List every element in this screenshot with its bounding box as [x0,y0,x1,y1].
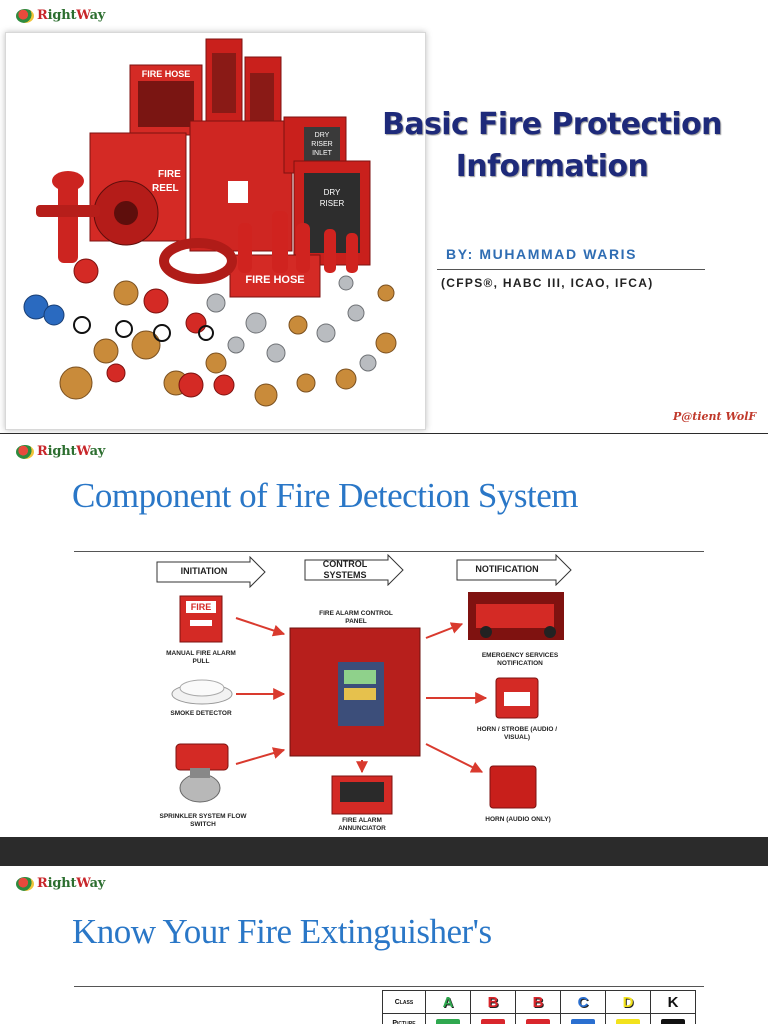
flow-switch-icon [175,743,229,771]
table-row: Class A B B C D K [382,990,696,1014]
class-c: C [560,990,606,1014]
slide-title: Know Your Fire Extinguisher's [72,912,492,951]
slide-title: Component of Fire Detection System [72,476,578,515]
author-credentials: (CFPS®, HABC III, ICAO, IFCA) [441,276,654,290]
rightway-logo: RightWay [16,8,105,23]
picture-c-icon [560,1013,606,1024]
rightway-logo-icon [16,876,34,891]
picture-k-icon [650,1013,696,1024]
class-d: D [605,990,651,1014]
slide-1: RightWay FIRE HOSE DRY RISER INLET DRY R… [0,0,768,433]
inlet-label-1: DRY [315,132,330,139]
fire-equipment-illustration: FIRE HOSE DRY RISER INLET DRY RISER FIRE… [23,38,397,407]
pull-station-label: FIRE [191,602,212,612]
riser-label-2: RISER [320,199,345,208]
input-caption-flow-switch: SPRINKLER SYSTEM FLOW SWITCH [159,813,247,828]
title-divider [74,551,704,552]
class-b: B [470,990,516,1014]
fire-equipment-photo: FIRE HOSE DRY RISER INLET DRY RISER FIRE… [5,32,426,430]
rightway-logo-icon [16,444,34,459]
slide-3: RightWay Know Your Fire Extinguisher's C… [0,866,768,1024]
fire-detection-diagram: INITIATION CONTROL SYSTEMS NOTIFICATION … [150,554,580,837]
rightway-logo: RightWay [16,876,105,891]
class-a: A [425,990,471,1014]
horn-icon [489,765,537,809]
presentation-title: Basic Fire Protection Information [382,107,722,184]
stage-notification: NOTIFICATION [456,554,572,586]
class-b-alt: B [515,990,561,1014]
picture-b-alt-icon [515,1013,561,1024]
title-divider [74,986,704,987]
inlet-label-3: INLET [312,150,333,157]
inlet-label-2: RISER [311,141,332,148]
author-byline: BY: MUHAMMAD WARIS [446,246,638,262]
rightway-logo-icon [16,8,34,23]
panel-caption: FIRE ALARM CONTROL PANEL [319,610,393,625]
picture-a-icon [425,1013,471,1024]
riser-label-1: DRY [324,188,341,197]
picture-b-icon [470,1013,516,1024]
extinguisher-class-table: Class A B B C D K Picture [382,990,696,1024]
reel-label-1: FIRE [158,169,181,180]
output-caption-horn-strobe: HORN / STROBE (AUDIO / VISUAL) [476,726,558,741]
reel-label-2: REEL [152,183,179,194]
stage-control-systems: CONTROL SYSTEMS [304,554,404,586]
output-caption-horn: HORN (AUDIO ONLY) [485,816,551,823]
annunciator-caption: FIRE ALARM ANNUNCIATOR [338,817,386,832]
output-caption-emergency: EMERGENCY SERVICES NOTIFICATION [481,652,559,667]
table-row: Picture [382,1013,696,1024]
row-header-class: Class [382,990,426,1014]
byline-divider [437,269,705,270]
diagram-graphics: FIRE [171,592,564,815]
picture-d-icon [605,1013,651,1024]
watermark: P@tient WolF [673,410,757,423]
stage-initiation: INITIATION [156,556,266,588]
hose-box-label: FIRE HOSE [245,274,304,286]
row-header-picture: Picture [382,1013,426,1024]
fire-hose-cabinet-label: FIRE HOSE [142,69,191,79]
input-caption-pull: MANUAL FIRE ALARM PULL [166,650,236,665]
class-k: K [650,990,696,1014]
input-caption-smoke: SMOKE DETECTOR [170,710,232,717]
rightway-logo: RightWay [16,444,105,459]
slide-2: RightWay Component of Fire Detection Sys… [0,434,768,837]
